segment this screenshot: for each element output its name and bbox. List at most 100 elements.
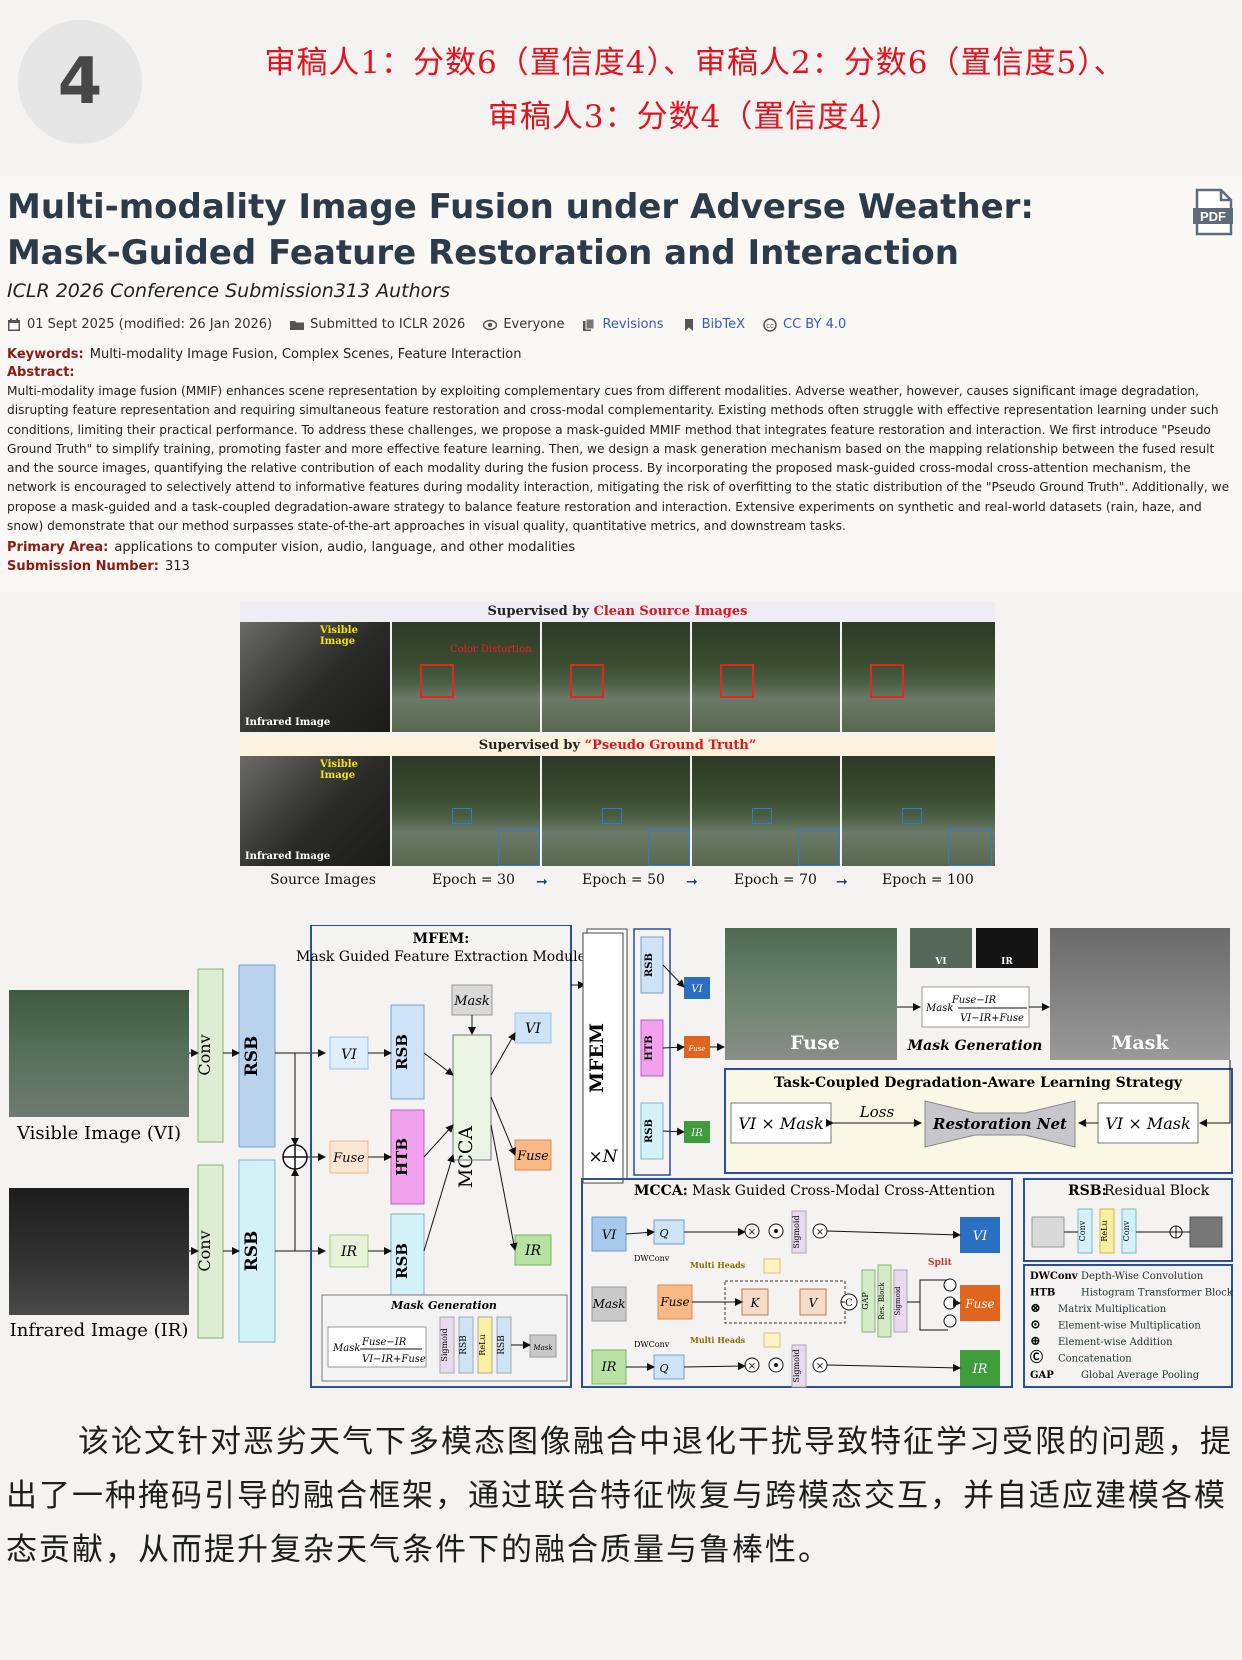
fused-result-image (725, 928, 897, 1060)
svg-text:×: × (748, 1227, 756, 1238)
bibtex-link[interactable]: BibTeX (682, 317, 745, 332)
mg-formula-den: VI−IR+Fuse (960, 1013, 1024, 1024)
bibtex-text[interactable]: BibTeX (701, 317, 745, 332)
epoch100-pseudo-image (842, 756, 995, 866)
paper-meta: 01 Sept 2025 (modified: 26 Jan 2026) Sub… (7, 317, 846, 332)
mask-result-label: Mask (1111, 1032, 1169, 1054)
mcca-vi-out-label: VI (525, 1021, 541, 1037)
visible-input-image (9, 990, 189, 1117)
ir-feature-cube (329, 1234, 369, 1268)
revisions-text[interactable]: Revisions (602, 317, 664, 332)
legend-symbol: Ⓒ (1030, 1350, 1043, 1366)
target-vi-mask-label: VI × Mask (738, 1114, 823, 1133)
svg-text:×: × (816, 1227, 824, 1238)
mg-formula-lhs: Mask (925, 1003, 953, 1014)
out-fuse-cube (684, 1036, 710, 1058)
vi-feature-cube (329, 1036, 369, 1070)
mcca-ir-result (960, 1350, 1000, 1386)
band-clean-supervision: Supervised by Clean Source Images (240, 602, 995, 622)
loss-label: Loss (859, 1103, 895, 1121)
roi-box (902, 808, 922, 824)
visible-label-row1: Visible Image (320, 625, 358, 647)
architecture-diagram: Visible Image (VI) Infrared Image (IR) C… (9, 925, 1234, 1388)
conv-block-vi (197, 968, 224, 1143)
legend-text: Depth-Wise Convolution (1081, 1271, 1204, 1282)
mcca-mask-in (591, 1286, 627, 1322)
post-summary: 该论文针对恶劣天气下多模态图像融合中退化干扰导致特征学习受限的问题，提出了一种掩… (6, 1424, 1233, 1568)
pdf-icon[interactable]: PDF (1193, 188, 1233, 236)
fused-result-label: Fuse (790, 1032, 840, 1054)
final-rsb-ir-label: RSB (644, 1119, 655, 1143)
band2-prefix: Supervised by (478, 738, 585, 753)
mfem-rsb-ir-label: RSB (393, 1243, 411, 1279)
mcca-ir-in (591, 1349, 627, 1385)
mcca-detail-subtitle: Mask Guided Cross-Modal Cross-Attention (692, 1183, 995, 1199)
keywords: Keywords:Multi-modality Image Fusion, Co… (7, 347, 522, 362)
strategy-title: Task-Coupled Degradation-Aware Learning … (774, 1075, 1183, 1091)
rsb-label-vi: RSB (242, 1036, 262, 1077)
band2-highlight: “Pseudo Ground Truth” (584, 738, 757, 753)
infrared-label-row1: Infrared Image (245, 717, 331, 728)
primary-area-value: applications to computer vision, audio, … (114, 540, 576, 555)
mg-vi-thumb-label: VI (934, 957, 946, 967)
conv-label-vi: Conv (195, 1034, 214, 1075)
mcca-fuse-in-label: Fuse (659, 1295, 689, 1309)
post-number-badge: 4 (18, 20, 142, 144)
gap-label: GAP (861, 1292, 870, 1310)
mg-relu: ReLu (478, 1334, 487, 1355)
infrared-input-image (9, 1188, 189, 1315)
mcca-vi-in-label: VI (602, 1228, 617, 1243)
abstract-text: Multi-modality image fusion (MMIF) enhan… (7, 384, 1230, 534)
mfem-htb-label: HTB (393, 1138, 411, 1176)
out-vi-cube (684, 977, 710, 999)
mg-caption: Mask Generation (907, 1038, 1043, 1054)
v-box (799, 1288, 827, 1316)
paper-title[interactable]: Multi-modality Image Fusion under Advers… (7, 187, 1034, 273)
abstract-label: Abstract: (7, 365, 75, 380)
submission-number-value: 313 (164, 559, 190, 574)
post-header: 4 审稿人1：分数6（置信度4）、审稿人2：分数6（置信度5）、 审稿人3：分数… (0, 0, 1242, 165)
arrow-icon: ➞ (686, 874, 698, 890)
mask-generation-title: Mask Generation (390, 1299, 497, 1312)
legend-text: Element-wise Addition (1058, 1337, 1173, 1348)
mfem-title: MFEM: (413, 931, 470, 947)
q-ir-box (653, 1354, 685, 1380)
caption-epoch30: Epoch = 30 (432, 872, 515, 888)
q-ir-label: Q (659, 1362, 668, 1375)
legend-symbol: GAP (1030, 1370, 1054, 1381)
restoration-net-label: Restoration Net (932, 1115, 1067, 1133)
out-fuse-label: Fuse (687, 1045, 705, 1053)
meta-date: 01 Sept 2025 (modified: 26 Jan 2026) (7, 317, 272, 332)
paper-card: Multi-modality Image Fusion under Advers… (0, 176, 1242, 592)
rsb-block-vi (238, 964, 276, 1148)
visible-label-row2: Visible Image (320, 759, 358, 781)
final-rsb-vi-label: RSB (644, 953, 655, 977)
distortion-box (720, 664, 754, 698)
license-link[interactable]: cc CC BY 4.0 (763, 317, 846, 332)
mfem-repeat-label: ×N (588, 1147, 618, 1167)
meta-date-text: 01 Sept 2025 (modified: 26 Jan 2026) (27, 317, 273, 332)
rsb-detail-title: RSB: (1068, 1183, 1107, 1199)
rsb-detail (1023, 1178, 1233, 1262)
mcca-label: MCCA (455, 1126, 477, 1189)
band-pseudo-supervision: Supervised by “Pseudo Ground Truth” (240, 736, 995, 756)
zoom-box (648, 828, 690, 866)
caption-source: Source Images (270, 872, 376, 888)
legend-symbol: HTB (1030, 1288, 1055, 1299)
epoch70-clean-image (692, 622, 840, 732)
revisions-link[interactable]: Revisions (582, 317, 664, 332)
mcca-vi-result (960, 1217, 1000, 1253)
visible-input-label: Visible Image (VI) (16, 1123, 181, 1144)
cc-icon: cc (763, 317, 777, 332)
out-ir-label: IR (690, 1128, 703, 1139)
source-image-row1: Visible Image Infrared Image (240, 622, 390, 732)
license-text[interactable]: CC BY 4.0 (783, 317, 847, 332)
mcca-mask-in-label: Mask (592, 1297, 626, 1311)
k-box (741, 1288, 769, 1316)
mcca-ir-out-label: IR (524, 1243, 542, 1259)
zoom-box (948, 828, 992, 866)
rsb-conv-2: Conv (1122, 1220, 1131, 1241)
meta-venue: Submitted to ICLR 2026 (290, 317, 465, 332)
meta-venue-text: Submitted to ICLR 2026 (310, 317, 466, 332)
